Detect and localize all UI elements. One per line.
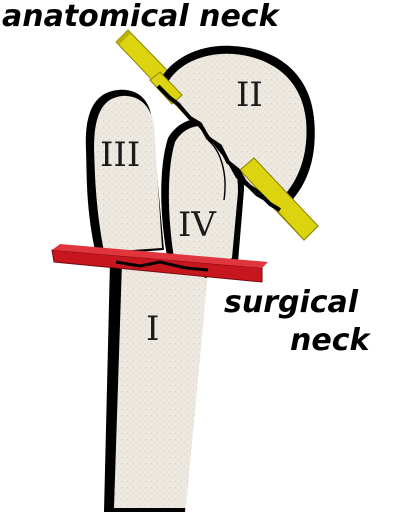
surgical-fracture-line (115, 260, 209, 272)
segment-label-IV: IV (178, 205, 217, 245)
fragment-shaft (104, 262, 208, 512)
fragment-humeral-head (160, 45, 315, 210)
surgical-neck-plane (51, 244, 268, 283)
anatomical-neck-plane-front (149, 71, 319, 241)
surgical-neck-label-line1: surgical (224, 285, 359, 320)
segment-label-II: II (236, 75, 263, 115)
surgical-neck-label-line2: neck (290, 323, 371, 358)
segment-label-I: I (146, 309, 159, 349)
fragment-lesser-tuberosity (161, 118, 244, 279)
segment-label-III: III (100, 135, 140, 175)
anatomical-neck-label: anatomical neck (2, 0, 281, 34)
fragment-greater-tuberosity (85, 89, 164, 255)
anatomical-fracture-line (156, 84, 282, 212)
